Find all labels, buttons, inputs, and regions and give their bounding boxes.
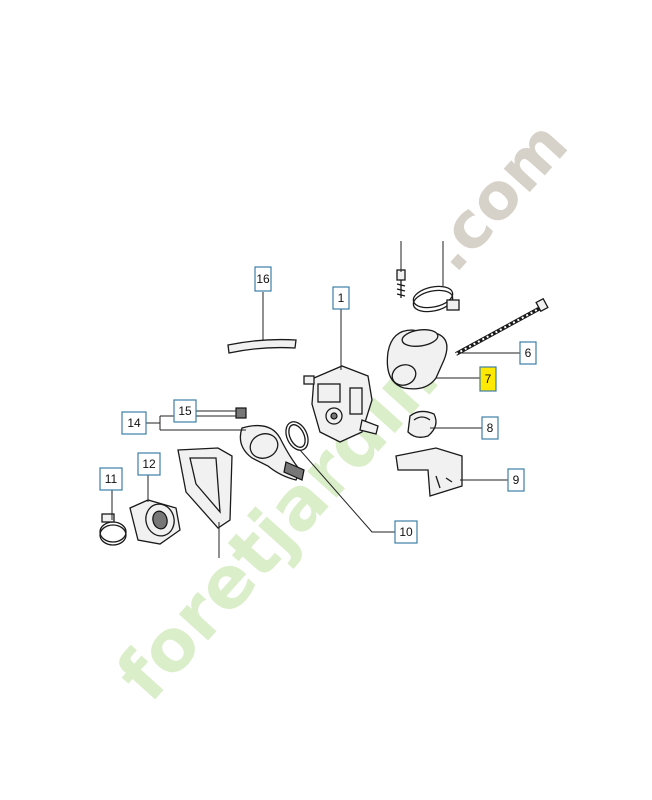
svg-text:9: 9 <box>513 473 520 487</box>
label-14[interactable]: 14 <box>121 411 147 435</box>
svg-text:15: 15 <box>178 404 192 418</box>
top-bolt[interactable] <box>396 269 406 298</box>
label-8[interactable]: 8 <box>481 416 499 440</box>
watermark-suffix: .com <box>412 108 583 286</box>
part-9-bracket[interactable] <box>395 447 463 497</box>
svg-text:7: 7 <box>485 372 492 386</box>
part-1-carburetor[interactable] <box>303 365 379 443</box>
label-7[interactable]: 7 <box>479 366 497 392</box>
label-15[interactable]: 15 <box>173 399 197 423</box>
part-10-o-ring[interactable] <box>282 418 313 454</box>
label-1[interactable]: 1 <box>332 286 350 310</box>
part-8-gasket[interactable] <box>407 410 437 438</box>
part-16-gasket-strip[interactable] <box>227 338 297 354</box>
part-7-intake-manifold[interactable] <box>386 328 448 390</box>
label-10[interactable]: 10 <box>394 520 418 544</box>
svg-text:16: 16 <box>256 272 270 286</box>
svg-text:1: 1 <box>338 291 345 305</box>
label-9[interactable]: 9 <box>507 468 525 492</box>
part-6-long-bolt[interactable] <box>455 297 549 356</box>
label-12[interactable]: 12 <box>137 452 161 476</box>
part-11-hose-clamp[interactable] <box>99 513 127 546</box>
label-16[interactable]: 16 <box>254 266 272 292</box>
leader-lines <box>111 241 520 558</box>
part-12-rubber-boot[interactable] <box>129 499 181 545</box>
svg-text:11: 11 <box>105 472 118 486</box>
air-filter-frame[interactable] <box>177 447 233 529</box>
svg-text:8: 8 <box>487 421 494 435</box>
svg-text:6: 6 <box>525 346 532 360</box>
label-6[interactable]: 6 <box>519 341 537 365</box>
label-11[interactable]: 11 <box>99 467 123 491</box>
clamp-ring[interactable] <box>411 283 460 315</box>
svg-text:10: 10 <box>399 525 413 539</box>
svg-text:14: 14 <box>127 416 141 430</box>
part-15-clip[interactable] <box>235 407 247 419</box>
flange-adapter[interactable] <box>239 424 305 481</box>
svg-text:12: 12 <box>142 457 156 471</box>
